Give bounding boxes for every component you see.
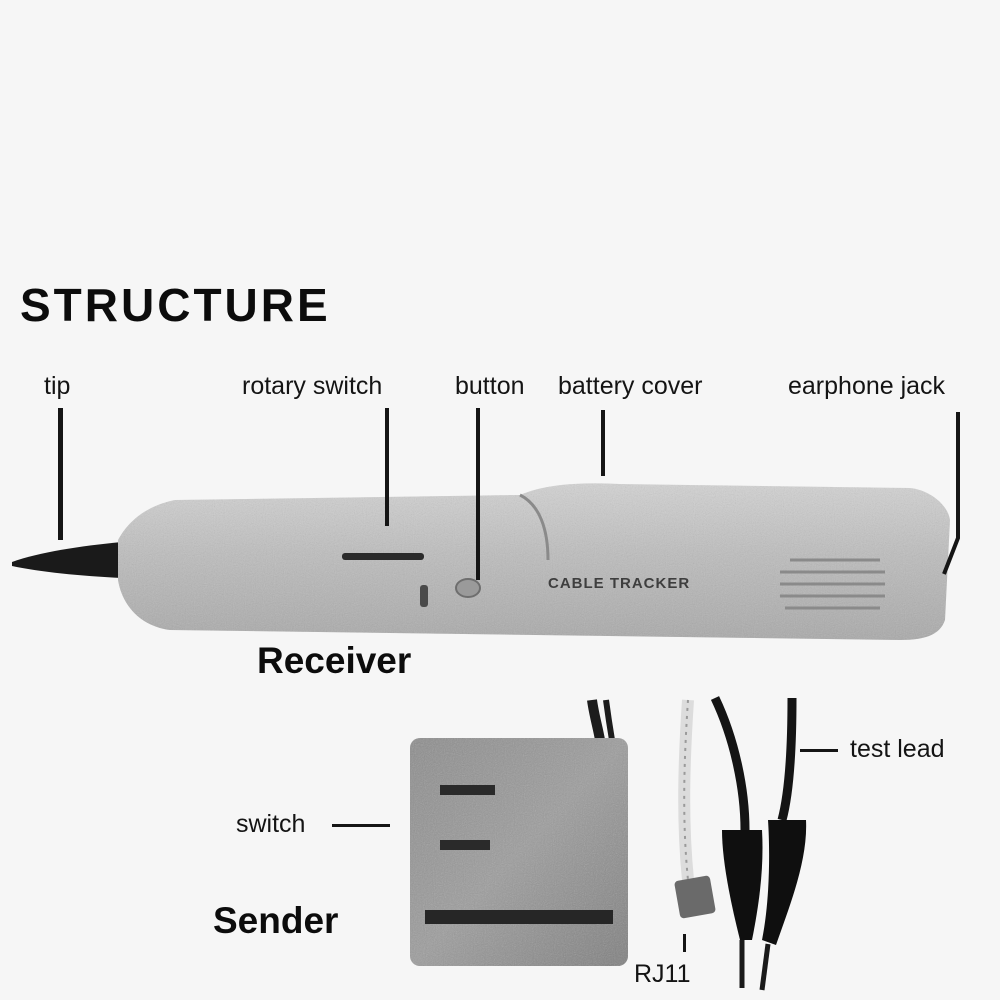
receiver-caption: Receiver [257, 640, 412, 681]
tip-leader-line [58, 408, 63, 540]
sender-device [410, 699, 628, 966]
switch-leader-line [332, 824, 390, 827]
button-shape [455, 578, 481, 598]
diagram-title: STRUCTURE [20, 279, 331, 331]
switch-label: switch [236, 810, 306, 838]
rotary-switch-label: rotary switch [242, 372, 383, 400]
speaker-grille [780, 558, 885, 610]
rj11-leader-line [683, 934, 686, 952]
button-label: button [455, 372, 525, 400]
probe-tip-shape [12, 542, 128, 578]
tip-label: tip [44, 372, 71, 400]
test-lead-label: test lead [850, 735, 945, 763]
receiver-body-print: CABLE TRACKER [548, 575, 691, 592]
test-lead-clips [710, 696, 807, 991]
button-leader-line [476, 408, 480, 580]
rj11-label: RJ11 [634, 960, 691, 988]
receiver-device [12, 483, 950, 640]
battery-cover-leader-line [601, 410, 605, 476]
battery-cover-label: battery cover [558, 372, 703, 400]
rotary-switch-leader-line [385, 408, 389, 526]
sender-caption: Sender [213, 900, 339, 941]
test-lead-leader-line [800, 749, 838, 752]
earphone-jack-label: earphone jack [788, 372, 946, 400]
rotary-switch-shape [342, 553, 424, 560]
rj11-cable [674, 699, 716, 919]
